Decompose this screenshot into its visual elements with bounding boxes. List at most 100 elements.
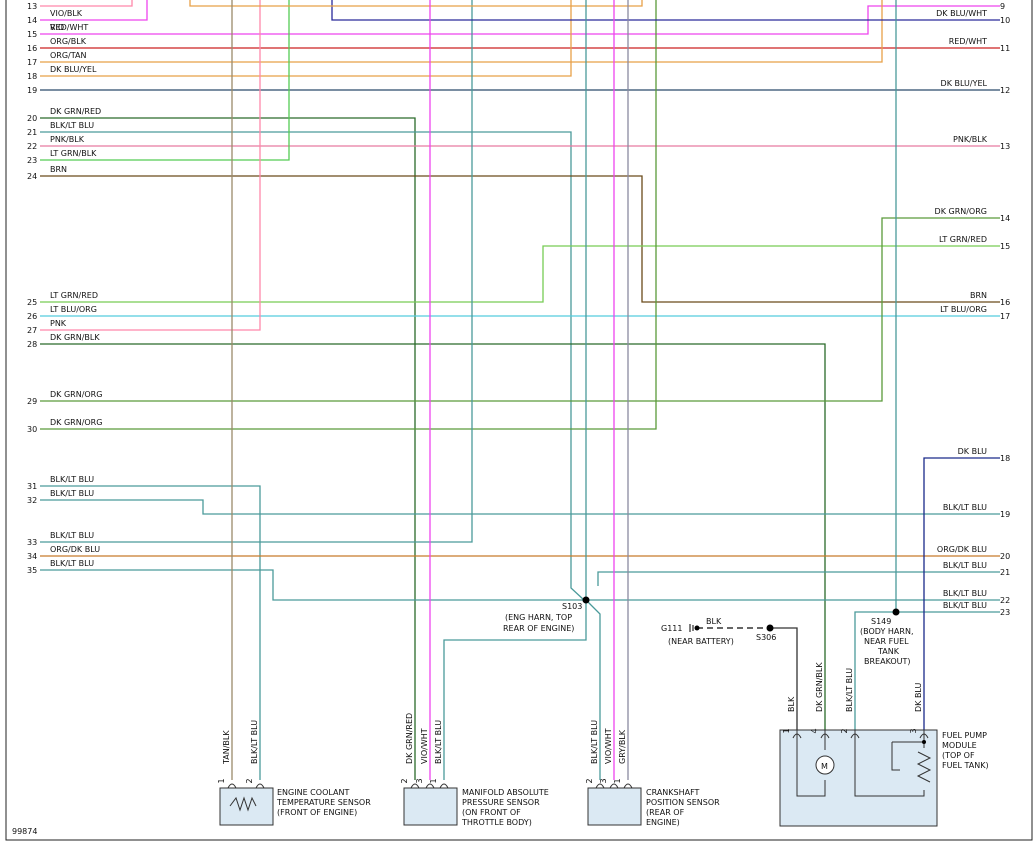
right-wire-label: DK BLU/YEL bbox=[941, 79, 988, 88]
vertical-wire-label: DK BLU bbox=[914, 683, 923, 712]
fpm-internal-wire-a bbox=[796, 730, 826, 797]
ground-g111-id: G111 bbox=[661, 624, 682, 633]
vertical-wire-label: TAN/BLK bbox=[222, 730, 231, 765]
ect-pin: 1 bbox=[217, 778, 226, 783]
left-wire-label: DK GRN/RED bbox=[50, 107, 101, 116]
right-wire-label: LT GRN/RED bbox=[939, 235, 987, 244]
left-wire-label: RED/WHT bbox=[50, 23, 88, 32]
wire-30 bbox=[40, 0, 657, 430]
wire-13 bbox=[40, 0, 133, 7]
wire-group-left bbox=[40, 0, 1000, 780]
fpm-pin: 2 bbox=[840, 728, 849, 733]
ect-title-2: TEMPERATURE SENSOR bbox=[276, 798, 371, 807]
left-pin-number: 35 bbox=[27, 566, 37, 575]
left-pin-number: 33 bbox=[27, 538, 37, 547]
fuel-pump-module-body bbox=[779, 729, 938, 827]
map-sensor-body bbox=[403, 787, 458, 826]
left-wire-label: PNK bbox=[50, 319, 67, 328]
wire-20 bbox=[40, 117, 416, 780]
wire-r18 bbox=[923, 457, 1000, 730]
right-pin-number: 13 bbox=[1000, 142, 1010, 151]
right-wire-label: BLK/LT BLU bbox=[943, 589, 987, 598]
connector-terminal-icon bbox=[623, 783, 633, 789]
ckp-pin: 1 bbox=[613, 778, 622, 783]
splice-s103-note2: REAR OF ENGINE) bbox=[503, 624, 574, 633]
vertical-wire-label: VIO/WHT bbox=[604, 728, 613, 764]
left-wire-label: DK BLU/YEL bbox=[50, 65, 97, 74]
ckp-pin: 3 bbox=[599, 778, 608, 783]
left-pin-number: 15 bbox=[27, 30, 37, 39]
right-pin-number: 19 bbox=[1000, 510, 1010, 519]
right-pin-number: 10 bbox=[1000, 16, 1010, 25]
vertical-wire-label: BLK/LT BLU bbox=[845, 668, 854, 712]
left-wire-label: VIO bbox=[50, 23, 64, 32]
left-wire-label: VIO/BLK bbox=[50, 9, 83, 18]
right-wire-label: DK GRN/ORG bbox=[935, 207, 987, 216]
connector-terminal-icon bbox=[227, 783, 237, 789]
vertical-wire-label: GRY/BLK bbox=[618, 729, 627, 764]
left-pin-number: 29 bbox=[27, 397, 37, 406]
ect-title-3: (FRONT OF ENGINE) bbox=[277, 808, 357, 817]
splice-s103-note1: (ENG HARN, TOP bbox=[505, 613, 572, 622]
fpm-title-1: FUEL PUMP bbox=[942, 731, 987, 740]
left-wire-label: DK GRN/ORG bbox=[50, 418, 102, 427]
ckp-sensor-body bbox=[587, 787, 642, 826]
vertical-wire-label: DK GRN/BLK bbox=[815, 662, 824, 712]
wire-r23 bbox=[854, 611, 1000, 730]
ckp-title-3: (REAR OF bbox=[646, 808, 685, 817]
connector-terminal-icon bbox=[609, 783, 619, 789]
wire-35 bbox=[40, 569, 1000, 601]
left-pin-number: 13 bbox=[27, 2, 37, 11]
right-wire-label: PNK/BLK bbox=[953, 135, 988, 144]
wire-r21 bbox=[597, 571, 1000, 586]
wire-map-blk-lt-blu bbox=[443, 600, 587, 780]
left-labels: 1314VIO/BLK15RED/WHT16ORG/BLK17ORG/TAN18… bbox=[27, 2, 102, 575]
left-wire-label: PNK/BLK bbox=[50, 135, 85, 144]
splice-s306-dot bbox=[766, 624, 774, 632]
map-pin: 1 bbox=[429, 778, 438, 783]
wire-17 bbox=[40, 0, 883, 63]
connector-terminal-icon bbox=[792, 733, 802, 739]
right-pin-number: 15 bbox=[1000, 242, 1010, 251]
map-title-3: (ON FRONT OF bbox=[462, 808, 521, 817]
splice-s149-note4: BREAKOUT) bbox=[864, 657, 911, 666]
left-pin-number: 19 bbox=[27, 86, 37, 95]
connector-terminal-icon bbox=[425, 783, 435, 789]
right-wire-label: BLK/LT BLU bbox=[943, 601, 987, 610]
wire-r10 bbox=[331, 0, 1000, 21]
left-pin-number: 21 bbox=[27, 128, 37, 137]
splice-s306-id: S306 bbox=[756, 633, 776, 642]
right-wire-label: ORG/DK BLU bbox=[937, 545, 987, 554]
left-pin-number: 32 bbox=[27, 496, 37, 505]
left-wire-label: BLK/LT BLU bbox=[50, 559, 94, 568]
map-title-2: PRESSURE SENSOR bbox=[462, 798, 540, 807]
right-wire-label: DK BLU bbox=[958, 447, 987, 456]
wire-29 bbox=[40, 217, 1000, 402]
left-wire-label: BRN bbox=[50, 165, 67, 174]
right-wire-label: BRN bbox=[970, 291, 987, 300]
wire-blk-fpm bbox=[770, 627, 798, 730]
ckp-title-1: CRANKSHAFT bbox=[646, 788, 700, 797]
left-wire-label: DK GRN/BLK bbox=[50, 333, 100, 342]
left-wire-label: ORG/DK BLU bbox=[50, 545, 100, 554]
left-wire-label: BLK/LT BLU bbox=[50, 531, 94, 540]
connector-terminal-icon bbox=[439, 783, 449, 789]
left-pin-number: 22 bbox=[27, 142, 37, 151]
splice-s149-dot bbox=[892, 608, 900, 616]
wire-21 bbox=[40, 131, 585, 601]
right-pin-number: 9 bbox=[1000, 2, 1005, 11]
diagram-frame bbox=[5, 0, 1033, 841]
right-pin-number: 20 bbox=[1000, 552, 1010, 561]
fpm-pin: 1 bbox=[782, 728, 791, 733]
thermistor-icon bbox=[229, 796, 257, 812]
right-wire-label: DK BLU/WHT bbox=[936, 9, 987, 18]
connector-terminal-icon bbox=[255, 783, 265, 789]
right-pin-number: 17 bbox=[1000, 312, 1010, 321]
vertical-wire-label: DK GRN/RED bbox=[405, 713, 414, 764]
wire-25 bbox=[40, 245, 1000, 303]
ground-g111-wire: BLK bbox=[706, 617, 722, 626]
vertical-wire-label: BLK bbox=[787, 696, 796, 712]
